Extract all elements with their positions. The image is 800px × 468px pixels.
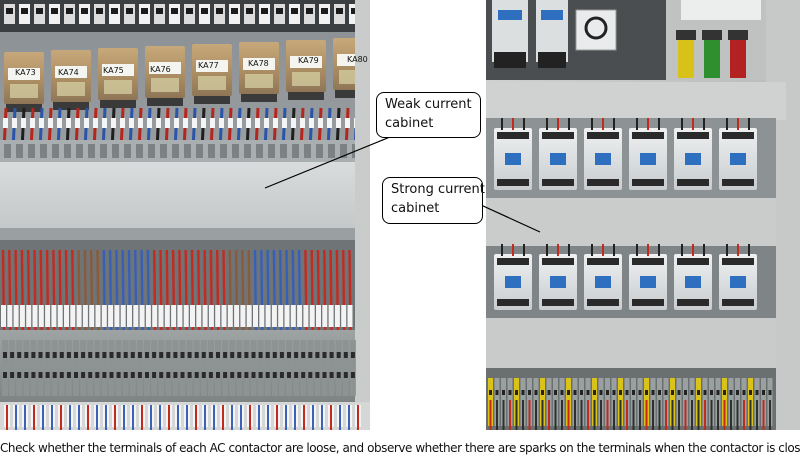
strong-current-callout: Strong current cabinet	[382, 177, 485, 224]
strong-current-cabinet-photo	[486, 0, 800, 430]
weak-current-cabinet-photo: KA73 KA74 KA75 KA76 KA77 KA78 KA79 KA80	[0, 0, 370, 430]
weak-current-callout: Weak current cabinet	[376, 92, 481, 138]
relay-label: KA76	[150, 65, 171, 74]
relay-label: KA80	[347, 55, 368, 64]
callout-strong-line2: cabinet	[391, 201, 440, 216]
photo-caption: Check whether the terminals of each AC c…	[0, 441, 800, 455]
callout-weak-line1: Weak current	[385, 97, 472, 112]
relay-label: KA75	[103, 66, 124, 75]
callout-weak-line2: cabinet	[385, 116, 434, 131]
relay-label: KA74	[58, 68, 79, 77]
relay-label: KA78	[248, 59, 269, 68]
relay-label: KA79	[298, 56, 319, 65]
relay-label: KA77	[198, 61, 219, 70]
callout-strong-line1: Strong current	[391, 182, 485, 197]
relay-label: KA73	[15, 68, 36, 77]
